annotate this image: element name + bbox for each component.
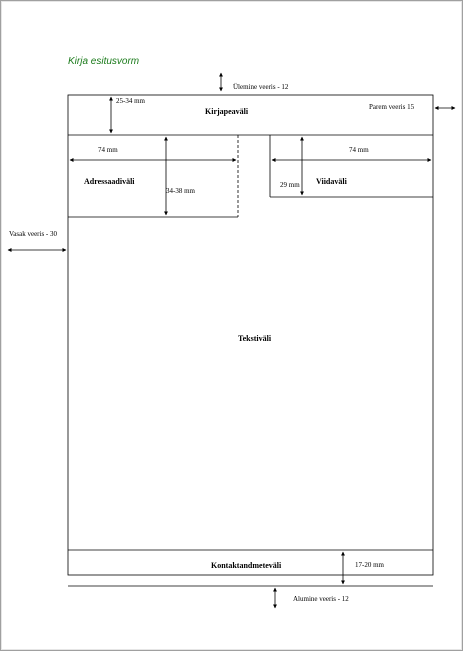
address-height-label: 34-38 mm — [166, 187, 195, 195]
header-height-label: 25-34 mm — [116, 97, 145, 105]
header-field-label: Kirjapeaväli — [205, 107, 249, 116]
contact-height-label: 17-20 mm — [355, 561, 384, 569]
page-outline — [67, 94, 434, 576]
address-field-label: Adressaadiväli — [84, 177, 135, 186]
top-margin-label: Ülemine veeris - 12 — [233, 83, 289, 91]
contact-field-label: Kontaktandmeteväli — [211, 561, 282, 570]
text-field-label: Tekstiväli — [238, 334, 272, 343]
bottom-margin-label: Alumine veeris - 12 — [293, 595, 349, 603]
right-margin-label: Parem veeris 15 — [369, 103, 415, 111]
reference-height-label: 29 mm — [280, 181, 300, 189]
reference-width-label: 74 mm — [349, 146, 369, 154]
address-width-label: 74 mm — [98, 146, 118, 154]
page-title: Kirja esitusvorm — [68, 56, 140, 67]
left-margin-label: Vasak veeris - 30 — [9, 230, 58, 238]
reference-field-label: Viidaväli — [316, 177, 347, 186]
